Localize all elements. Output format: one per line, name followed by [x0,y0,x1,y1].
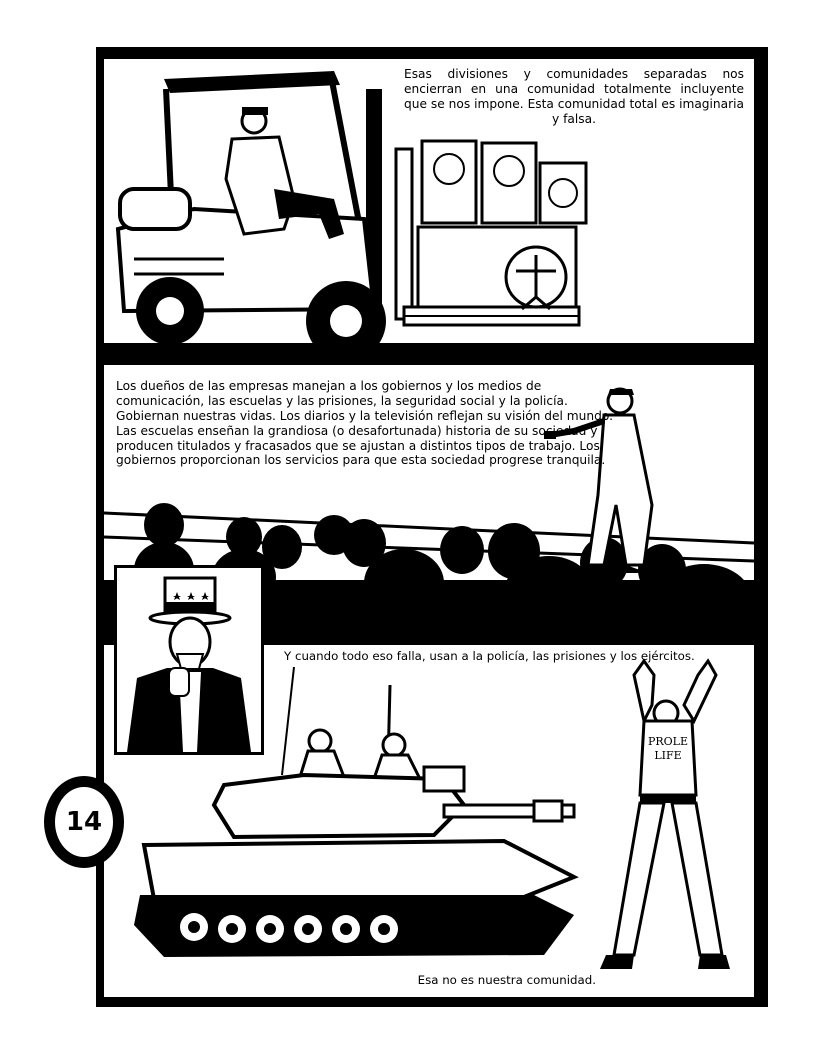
caption-forklift: Esas divisiones y comunidades separadas … [404,67,744,126]
panel-tank: PROLE LIFE Y cuando todo eso falla, usan… [104,645,754,997]
uncle-sam-illustration [127,576,251,752]
caption-tank-top: Y cuando todo eso falla, usan a la polic… [284,649,695,663]
caption-audience: Los dueños de las empresas manejan a los… [116,379,613,468]
forklift-illustration [104,71,754,355]
page-number-badge: 14 [44,776,124,868]
panel-audience: Los dueños de las empresas manejan a los… [104,365,754,635]
inset-uncle-sam [114,565,264,755]
page-number: 14 [65,807,103,837]
comic-page-frame: Esas divisiones y comunidades separadas … [96,47,768,1007]
caption-tank-bottom: Esa no es nuestra comunidad. [417,972,596,987]
shirt-text-prole: PROLE [648,735,688,748]
shirt-text-life: LIFE [654,749,681,762]
tank-illustration: PROLE LIFE [134,658,730,969]
panel-forklift: Esas divisiones y comunidades separadas … [104,59,754,355]
